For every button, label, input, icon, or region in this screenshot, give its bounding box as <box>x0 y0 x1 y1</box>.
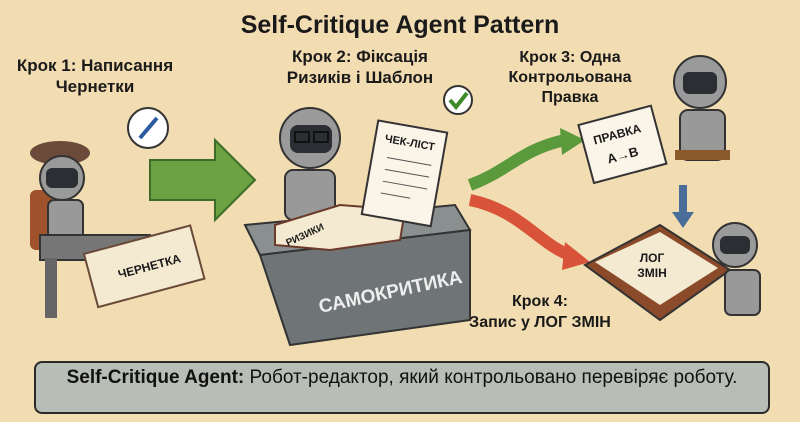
edit-note: ПРАВКА A→B <box>577 104 668 185</box>
writer-robot <box>30 141 151 318</box>
log-book-label-line2: ЗМІН <box>637 266 667 280</box>
caption-text: Робот-редактор, який контрольовано перев… <box>244 367 738 388</box>
checkmark-icon <box>443 85 473 115</box>
step2-label-line1: Крок 2: Фіксація <box>292 47 428 66</box>
step3-label-line3: Правка <box>542 89 599 106</box>
red-curve-arrow-icon <box>468 194 573 261</box>
step1-label-line2: Чернетки <box>56 77 135 96</box>
step2-label-line2: Ризиків і Шаблон <box>287 68 433 87</box>
green-curve-arrow-icon <box>467 134 567 191</box>
draft-scroll: ЧЕРНЕТКА <box>82 224 206 309</box>
page-title: Self-Critique Agent Pattern <box>241 11 560 39</box>
caption-box: Self-Critique Agent: Робот-редактор, яки… <box>34 361 770 414</box>
step4-label-line2: Запис у ЛОГ ЗМІН <box>469 314 611 331</box>
critic-robot <box>279 107 341 221</box>
step1-label-line1: Крок 1: Написання <box>17 56 173 75</box>
logger-robot <box>712 222 761 316</box>
step4-label-line1: Крок 4: <box>512 293 568 310</box>
step3-label-line2: Контрольована <box>508 69 631 86</box>
editor-robot <box>673 55 730 161</box>
step3-label-line1: Крок 3: Одна <box>519 49 620 66</box>
log-book-label-line1: ЛОГ <box>640 251 665 265</box>
checklist-clipboard: ЧЕК-ЛІСТ <box>360 119 449 228</box>
log-book: ЛОГ ЗМІН <box>583 223 732 322</box>
green-arrow-icon <box>149 137 257 223</box>
speech-pen-icon <box>127 107 169 149</box>
caption-bold: Self-Critique Agent: <box>66 367 245 388</box>
